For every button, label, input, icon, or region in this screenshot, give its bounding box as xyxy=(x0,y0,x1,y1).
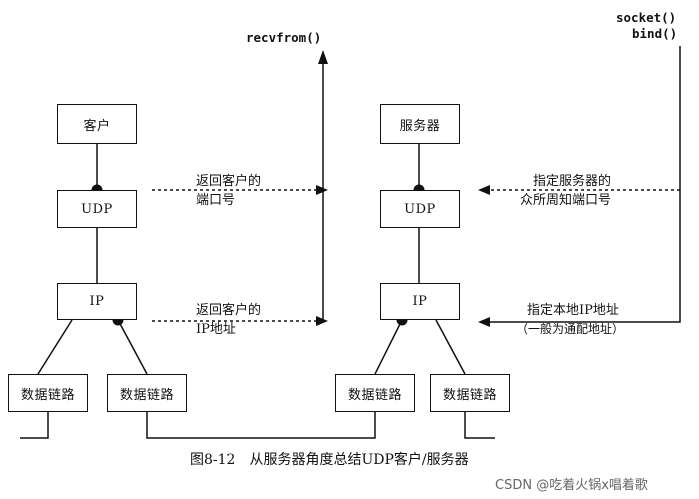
server-port-label-2: 众所周知端口号 xyxy=(520,193,612,208)
client-datalink-right: 数据链路 xyxy=(107,374,187,412)
datalink-label: 数据链路 xyxy=(119,387,174,403)
client-udp-label: UDP xyxy=(81,201,113,217)
csdn-watermark: CSDN @吃着火锅x唱着歌 xyxy=(495,478,648,493)
client-udp-box: UDP xyxy=(57,190,137,228)
server-box-label: 服务器 xyxy=(399,118,441,134)
datalink-label: 数据链路 xyxy=(347,387,402,403)
server-port-label-1: 指定服务器的 xyxy=(533,174,612,189)
server-ip-right-link xyxy=(435,319,466,375)
client-ip-label: IP xyxy=(89,294,105,309)
return-port-arrowhead xyxy=(316,185,328,195)
left-wire xyxy=(20,412,49,439)
datalink-label: 数据链路 xyxy=(20,387,75,403)
client-ip-left-link xyxy=(37,319,73,375)
figure-caption: 图8-12 从服务器角度总结UDP客户/服务器 xyxy=(190,452,469,468)
return-port-label-1: 返回客户的 xyxy=(196,174,262,189)
client-ip-box: IP xyxy=(57,283,137,320)
server-ip-arrowhead xyxy=(478,317,490,327)
client-ip-right-link xyxy=(117,319,148,375)
server-box: 服务器 xyxy=(380,104,460,144)
server-udp-box: UDP xyxy=(380,190,460,228)
server-ip-label: IP xyxy=(412,294,428,309)
return-ip-label-1: 返回客户的 xyxy=(196,303,262,318)
arrowheads xyxy=(316,50,490,327)
client-datalink-left: 数据链路 xyxy=(8,374,88,412)
socket-label: socket() xyxy=(616,10,677,25)
recvfrom-arrowhead xyxy=(318,50,328,64)
bind-label: bind() xyxy=(632,26,678,41)
server-udp-label: UDP xyxy=(404,201,436,217)
client-box: 客户 xyxy=(57,104,137,144)
server-port-arrowhead xyxy=(478,185,490,195)
network-wire xyxy=(146,412,376,439)
socket-bind-line xyxy=(490,46,681,323)
server-ip-left-link xyxy=(374,319,403,375)
right-wire xyxy=(464,412,495,439)
server-ip-label-1: 指定本地IP地址 xyxy=(527,303,619,318)
server-datalink-right: 数据链路 xyxy=(430,374,510,412)
return-port-label-2: 端口号 xyxy=(196,193,236,208)
client-box-label: 客户 xyxy=(83,118,111,134)
recvfrom-label: recvfrom() xyxy=(246,30,322,45)
return-ip-arrowhead xyxy=(316,316,328,326)
datalink-label: 数据链路 xyxy=(442,387,497,403)
return-ip-label-2: IP地址 xyxy=(196,322,236,337)
server-ip-label-2: （一般为通配地址） xyxy=(516,322,625,336)
server-datalink-left: 数据链路 xyxy=(335,374,415,412)
server-ip-box: IP xyxy=(380,283,460,320)
